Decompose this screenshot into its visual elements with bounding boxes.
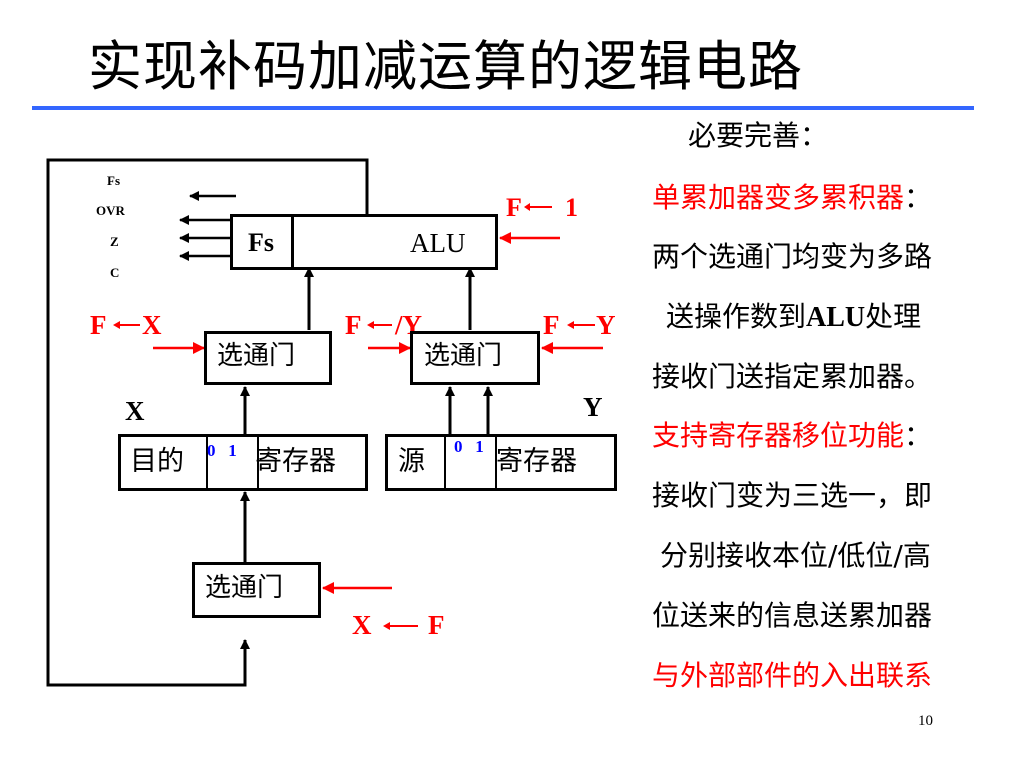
notes-line-6: 接收门变为三选一，即 [652, 479, 933, 512]
src-divider-2 [495, 437, 497, 488]
notes-line-5-red: 支持寄存器移位功能 [652, 419, 905, 452]
src-reg-label-b: 寄存器 [496, 446, 577, 477]
gate-bottom-label: 选通门 [205, 573, 284, 603]
notes-line-8: 位送来的信息送累加器 [652, 599, 933, 632]
fny-f: F [345, 310, 362, 340]
notes-line-3b: ALU [806, 302, 866, 333]
notes-line-3: 送操作数到ALU处理 [666, 287, 921, 347]
gate-y [410, 331, 540, 385]
notes-heading: 必要完善： [688, 119, 829, 152]
notes-line-7: 分别接收本位/低位/高 [660, 539, 931, 572]
fx-x: X [142, 310, 162, 340]
notes-line-5: 支持寄存器移位功能： [652, 406, 932, 465]
gate-bottom [192, 562, 321, 618]
fy-y: Y [596, 310, 616, 340]
flag-z-label: Z [110, 234, 119, 249]
alu-box [230, 214, 498, 270]
src-reg-label-a: 源 [398, 446, 425, 477]
y-register-label: Y [583, 392, 603, 422]
dest-reg-label-a: 目的 [130, 446, 184, 477]
notes-line-3c: 处理 [865, 300, 922, 333]
gate-x [204, 331, 332, 385]
alu-label: ALU [410, 228, 466, 258]
page-number: 10 [918, 713, 933, 729]
notes-line-5-tail: ： [904, 419, 933, 452]
fx-f: F [90, 310, 107, 340]
flag-c-label: C [110, 265, 120, 280]
title-divider [32, 106, 974, 110]
alu-fs-label: Fs [248, 228, 274, 257]
flag-fs-label: Fs [107, 173, 120, 188]
dest-bits: 0 1 [207, 441, 237, 460]
dest-register [118, 434, 368, 491]
notes-line-1-tail: ： [904, 181, 933, 214]
src-bits: 0 1 [454, 437, 484, 456]
notes-line-1: 单累加器变多累积器： [652, 168, 932, 227]
notes-line-3a: 送操作数到 [666, 300, 807, 333]
dest-reg-label-b: 寄存器 [255, 446, 336, 477]
f-one-f: F [506, 193, 522, 222]
notes-line-4: 接收门送指定累加器。 [652, 360, 933, 393]
src-register [385, 434, 617, 491]
src-divider-1 [444, 437, 446, 488]
xf-x: X [352, 610, 372, 640]
notes-line-9: 与外部部件的入出联系 [652, 659, 933, 692]
xf-f: F [428, 610, 445, 640]
f-one-val: 1 [565, 193, 578, 222]
fy-f: F [543, 310, 560, 340]
page-title: 实现补码加减运算的逻辑电路 [88, 35, 803, 98]
x-register-label: X [125, 396, 145, 426]
gate-x-label: 选通门 [217, 341, 296, 371]
dest-divider-2 [257, 437, 259, 488]
notes-line-2: 两个选通门均变为多路 [652, 240, 933, 273]
notes-line-1-red: 单累加器变多累积器 [652, 181, 905, 214]
dest-divider-1 [206, 437, 208, 488]
gate-y-label: 选通门 [424, 341, 503, 371]
flag-ovr-label: OVR [96, 203, 125, 218]
alu-divider [291, 217, 294, 267]
